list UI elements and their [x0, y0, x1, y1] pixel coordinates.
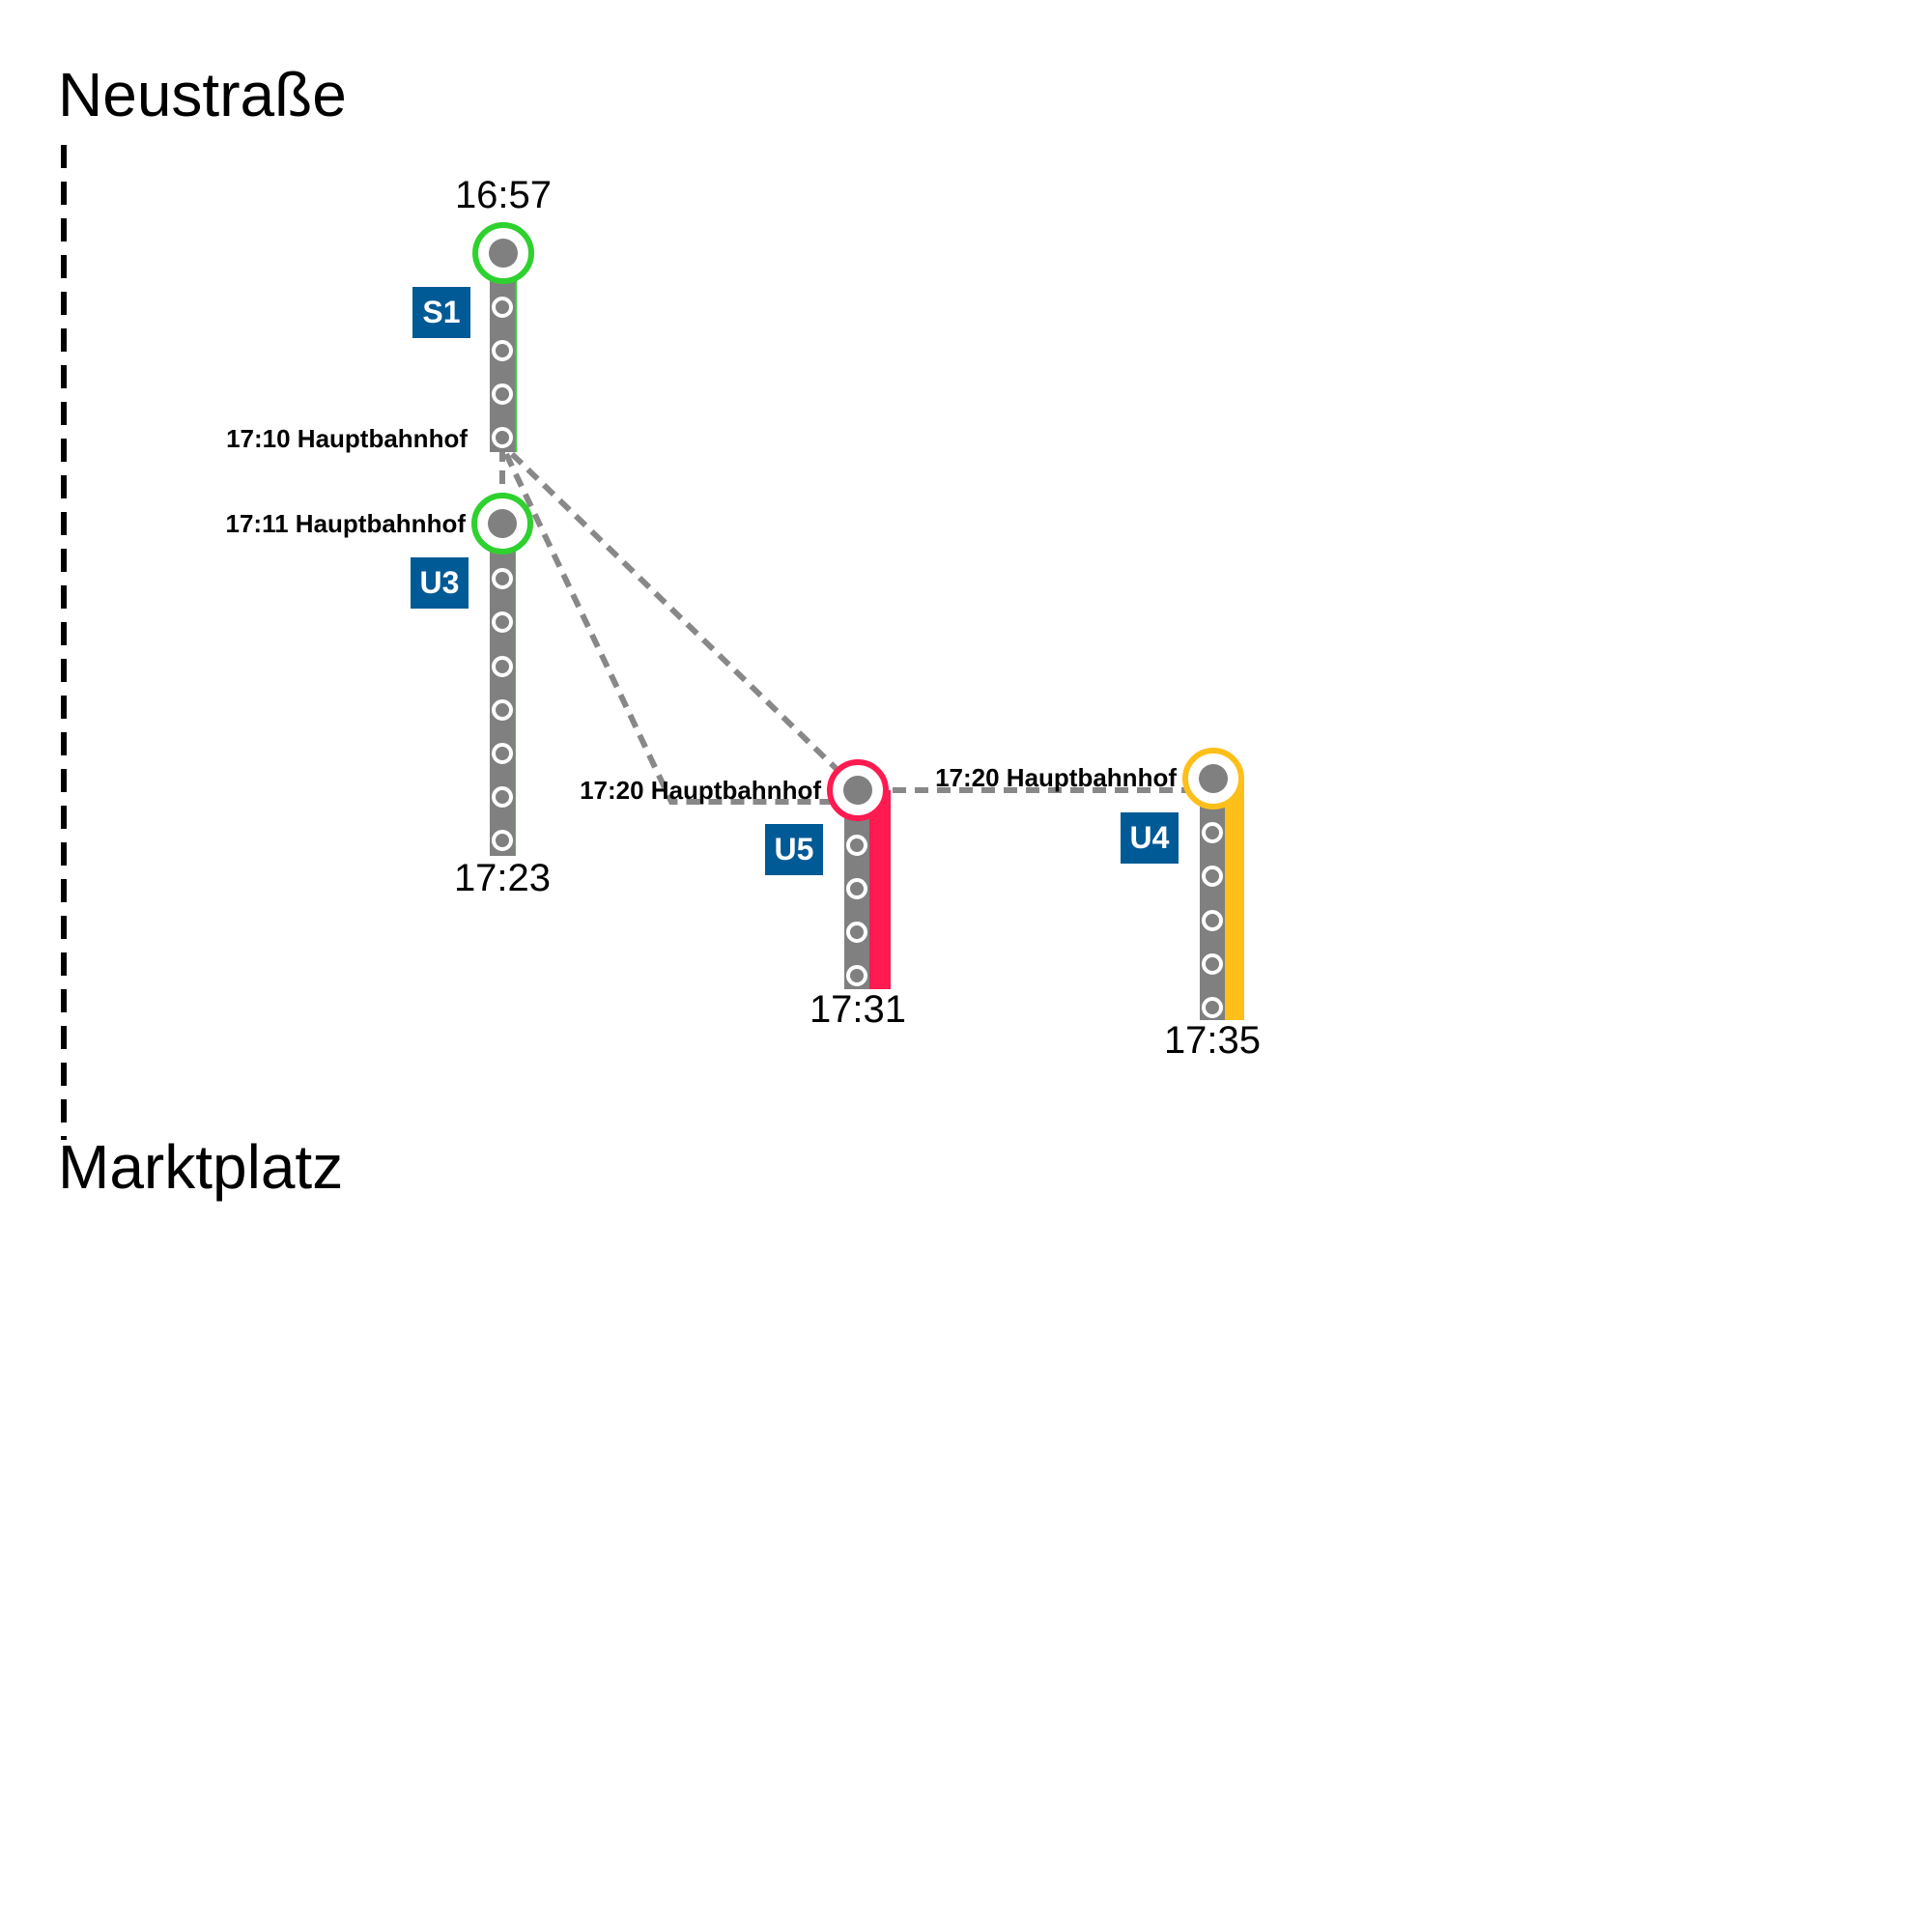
stop-dot [492, 427, 513, 448]
u5-line-badge-label: U5 [775, 832, 814, 867]
u5-start-dot [843, 776, 872, 805]
stop-dot [492, 830, 513, 851]
u4-line-badge [1121, 812, 1179, 864]
leg-s1: 16:57 S1 17:10 Hauptbahnhof [226, 174, 552, 453]
transfer-path-s1-u5-direct [509, 451, 843, 776]
u5-colored-bar [867, 790, 891, 989]
u4-colored-bar [1224, 779, 1244, 1020]
u3-line-badge-label: U3 [420, 565, 460, 600]
u4-line-badge-label: U4 [1130, 820, 1170, 855]
stop-dot [492, 384, 513, 405]
leg-u4: 17:20 Hauptbahnhof U4 17:35 [935, 748, 1261, 1062]
u5-intermediate-stops [846, 835, 867, 986]
leg-u3: 17:11 Hauptbahnhof U3 17:23 [226, 493, 551, 899]
stop-dot [492, 699, 513, 721]
stop-dot [846, 965, 867, 986]
stop-dot [1202, 953, 1223, 975]
u3-line-badge [411, 557, 469, 609]
s1-line-badge [412, 287, 470, 338]
stop-dot [1202, 910, 1223, 931]
stop-dot [492, 568, 513, 589]
transfer-path-s1-u5-walk [503, 452, 831, 805]
stop-dot [492, 656, 513, 677]
u5-start-stop-label: 17:20 Hauptbahnhof [580, 776, 821, 805]
u3-intermediate-stops [492, 568, 513, 851]
transfer-paths [499, 448, 1186, 805]
u4-track [1200, 779, 1225, 1020]
stop-dot [492, 340, 513, 361]
u5-line-badge [765, 824, 823, 875]
leg-u5: 17:20 Hauptbahnhof U5 17:31 [580, 759, 906, 1031]
stop-dot [1202, 997, 1223, 1018]
origin-label: Neustraße [58, 60, 347, 129]
s1-line-badge-label: S1 [422, 295, 460, 329]
u3-start-stop-label: 17:11 Hauptbahnhof [226, 509, 467, 538]
stop-dot [846, 922, 867, 943]
u4-start-dot [1199, 764, 1228, 793]
s1-start-time: 16:57 [455, 174, 552, 216]
s1-intermediate-stops [492, 297, 513, 448]
u4-intermediate-stops [1202, 822, 1223, 1018]
stop-dot [846, 878, 867, 899]
destination-label: Marktplatz [58, 1132, 343, 1202]
stop-dot [1202, 866, 1223, 887]
u3-start-dot [488, 509, 517, 538]
stop-dot [846, 835, 867, 856]
u5-end-time: 17:31 [810, 988, 906, 1031]
u3-end-time: 17:23 [454, 857, 551, 899]
u4-end-time: 17:35 [1164, 1019, 1261, 1062]
s1-start-dot [489, 239, 518, 268]
stop-dot [492, 297, 513, 318]
s1-end-stop-label: 17:10 Hauptbahnhof [226, 424, 468, 453]
stop-dot [492, 786, 513, 808]
stop-dot [492, 611, 513, 633]
stop-dot [492, 743, 513, 764]
stop-dot [1202, 822, 1223, 843]
u4-start-stop-label: 17:20 Hauptbahnhof [935, 763, 1177, 792]
